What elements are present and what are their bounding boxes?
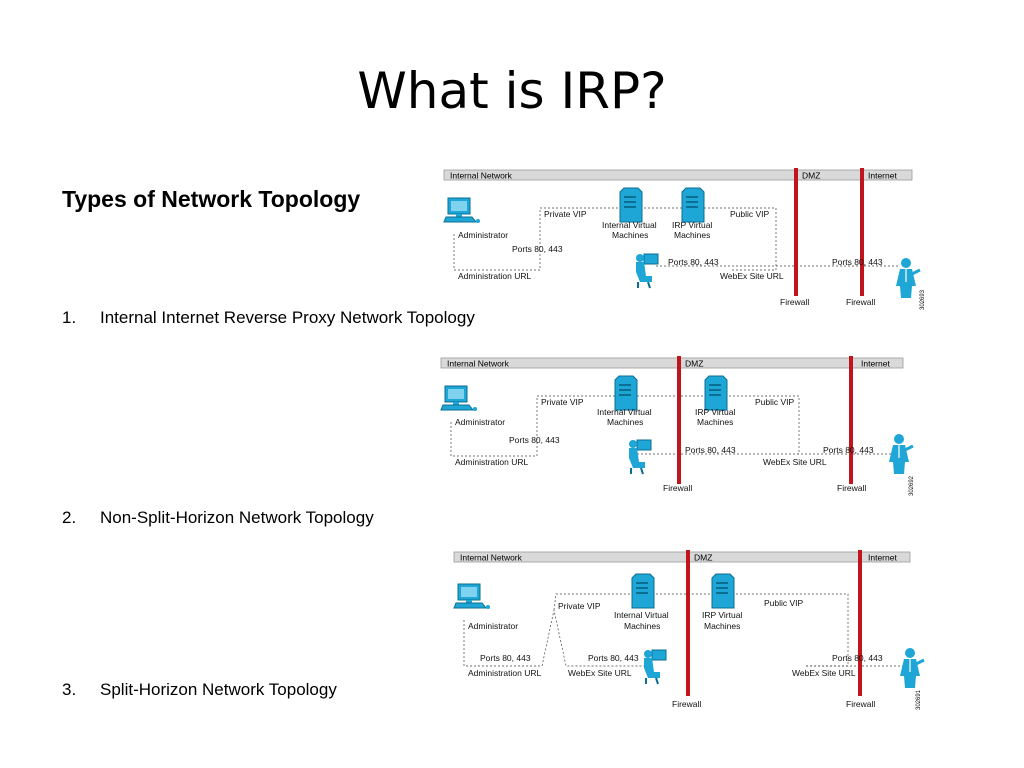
private-vip-label: Private VIP xyxy=(541,397,584,407)
figure-id: 302693 xyxy=(920,289,926,310)
firewall-2 xyxy=(858,550,862,696)
internal-vm-label-2: Machines xyxy=(612,230,648,240)
zone-bar xyxy=(443,169,913,181)
item-number: 1. xyxy=(62,308,77,327)
irp-vm-server-icon xyxy=(711,573,735,609)
webex-url-label: WebEx Site URL xyxy=(720,271,784,281)
firewall-2-label: Firewall xyxy=(837,483,866,493)
zone-internal: Internal Network xyxy=(460,553,523,563)
slide-title: What is IRP? xyxy=(357,62,667,120)
connection-lines xyxy=(450,395,897,457)
public-vip-label: Public VIP xyxy=(755,397,795,407)
firewall-2-label: Firewall xyxy=(846,297,875,307)
administrator-computer-icon xyxy=(443,197,481,224)
zone-dmz: DMZ xyxy=(685,359,703,369)
zone-internet: Internet xyxy=(868,553,897,563)
public-vip-label: Public VIP xyxy=(764,598,804,608)
internal-vm-label: Internal Virtual xyxy=(597,407,652,417)
item-label: Internal Internet Reverse Proxy Network … xyxy=(100,308,475,327)
internal-vm-label-2: Machines xyxy=(607,417,643,427)
firewall-1-label: Firewall xyxy=(663,483,692,493)
irp-vm-label-2: Machines xyxy=(704,621,740,631)
figure-id: 302691 xyxy=(916,689,922,710)
webex-url-label: WebEx Site URL xyxy=(763,457,827,467)
seated-user-icon xyxy=(628,439,652,475)
diagram-non-split-horizon: Internal Network DMZ Internet Private VI… xyxy=(437,354,927,504)
administrator-computer-icon xyxy=(453,583,491,610)
administrator-label: Administrator xyxy=(458,230,508,240)
topology-item-1: 1. Internal Internet Reverse Proxy Networ… xyxy=(62,308,475,328)
firewall-1 xyxy=(794,168,798,296)
administrator-label: Administrator xyxy=(455,417,505,427)
private-vip-label: Private VIP xyxy=(544,209,587,219)
firewall-1-label: Firewall xyxy=(672,699,701,709)
admin-url-label: Administration URL xyxy=(468,668,541,678)
zone-dmz: DMZ xyxy=(694,553,712,563)
connection-lines xyxy=(453,207,900,271)
zone-internet: Internet xyxy=(868,171,897,181)
internal-vm-label: Internal Virtual xyxy=(602,220,657,230)
zone-internal: Internal Network xyxy=(447,359,510,369)
topology-item-2: 2. Non-Split-Horizon Network Topology xyxy=(62,508,374,528)
webex-url-right-label: WebEx Site URL xyxy=(792,668,856,678)
slide-subtitle: Types of Network Topology xyxy=(62,186,361,212)
item-label: Split-Horizon Network Topology xyxy=(100,680,337,699)
ports-right-label: Ports 80, 443 xyxy=(832,653,883,663)
irp-vm-label-2: Machines xyxy=(697,417,733,427)
firewall-2 xyxy=(849,356,853,484)
private-vip-label: Private VIP xyxy=(558,601,601,611)
ports-mid-label: Ports 80, 443 xyxy=(685,445,736,455)
admin-url-label: Administration URL xyxy=(455,457,528,467)
firewall-1 xyxy=(686,550,690,696)
zone-bar xyxy=(440,357,904,369)
webex-url-label: WebEx Site URL xyxy=(568,668,632,678)
diagram-internal-irp-svg: Internal Network DMZ Internet Private VI… xyxy=(443,168,926,310)
ports-left-label: Ports 80, 443 xyxy=(512,244,563,254)
ports-mid-label: Ports 80, 443 xyxy=(668,257,719,267)
ports-left-label: Ports 80, 443 xyxy=(509,435,560,445)
admin-url-label: Administration URL xyxy=(458,271,531,281)
internal-vm-server-icon xyxy=(631,573,655,609)
zone-internal: Internal Network xyxy=(450,171,513,181)
internet-user-icon xyxy=(894,256,922,300)
internal-vm-server-icon xyxy=(614,375,638,411)
internal-vm-label-2: Machines xyxy=(624,621,660,631)
irp-vm-label-2: Machines xyxy=(674,230,710,240)
item-number: 2. xyxy=(62,508,77,527)
irp-vm-label: IRP Virtual xyxy=(672,220,712,230)
diagram-split-horizon-svg: Internal Network DMZ Internet Private VI… xyxy=(453,550,926,710)
firewall-2 xyxy=(860,168,864,296)
zone-dmz: DMZ xyxy=(802,171,820,181)
diagram-non-split-horizon-svg: Internal Network DMZ Internet Private VI… xyxy=(440,356,915,496)
diagram-split-horizon: Internal Network DMZ Internet Private VI… xyxy=(450,548,940,713)
figure-id: 302692 xyxy=(909,475,915,496)
seated-user-icon xyxy=(635,253,659,289)
administrator-computer-icon xyxy=(440,385,478,412)
zone-internet: Internet xyxy=(861,359,890,369)
firewall-1 xyxy=(677,356,681,484)
internal-vm-label: Internal Virtual xyxy=(614,610,669,620)
administrator-label: Administrator xyxy=(468,621,518,631)
item-label: Non-Split-Horizon Network Topology xyxy=(100,508,374,527)
ports-left-label: Ports 80, 443 xyxy=(480,653,531,663)
seated-user-icon xyxy=(643,649,667,685)
irp-vm-label: IRP Virtual xyxy=(702,610,742,620)
irp-vm-label: IRP Virtual xyxy=(695,407,735,417)
zone-bar xyxy=(453,551,911,563)
public-vip-label: Public VIP xyxy=(730,209,770,219)
diagram-internal-irp: Internal Network DMZ Internet Private VI… xyxy=(440,166,930,316)
firewall-1-label: Firewall xyxy=(780,297,809,307)
firewall-2-label: Firewall xyxy=(846,699,875,709)
irp-vm-server-icon xyxy=(681,187,705,223)
internet-user-icon xyxy=(898,646,926,690)
ports-right-label: Ports 80, 443 xyxy=(823,445,874,455)
internal-vm-server-icon xyxy=(619,187,643,223)
internet-user-icon xyxy=(887,432,915,476)
ports-mid-label: Ports 80, 443 xyxy=(588,653,639,663)
irp-vm-server-icon xyxy=(704,375,728,411)
topology-item-3: 3. Split-Horizon Network Topology xyxy=(62,680,337,700)
item-number: 3. xyxy=(62,680,77,699)
ports-right-label: Ports 80, 443 xyxy=(832,257,883,267)
